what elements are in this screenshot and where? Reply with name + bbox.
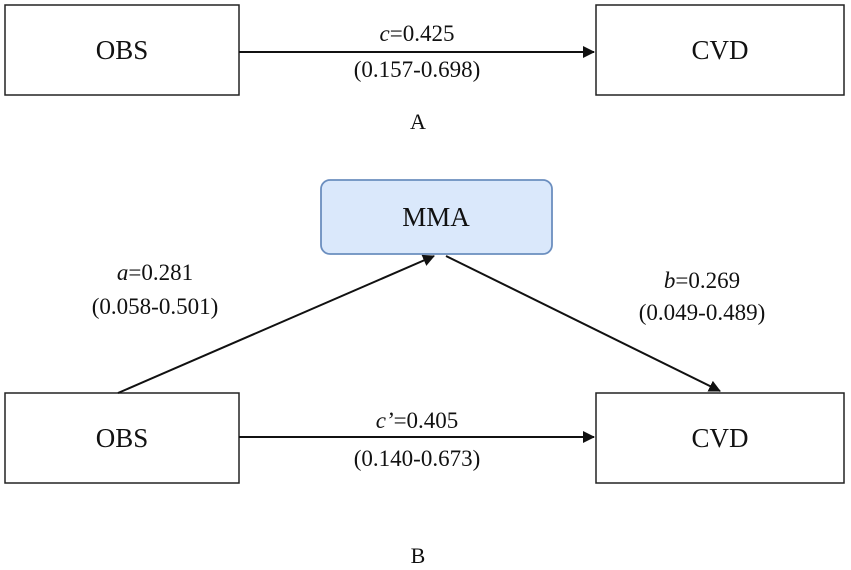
panel-a-obs-box <box>4 4 240 96</box>
panel-a-path-c-value: =0.425 <box>390 21 455 46</box>
panel-a-cvd-label: CVD <box>691 35 748 65</box>
panel-b-path-b-symbol: b <box>664 268 676 293</box>
panel-a-obs-label: OBS <box>96 35 149 65</box>
panel-a: OBS CVD c=0.425 (0.157-0.698) A <box>4 4 845 134</box>
panel-b-path-b-arrow <box>445 255 721 392</box>
panel-b-path-b-label: b=0.269 <box>664 268 740 293</box>
panel-b-path-a-label: a=0.281 <box>117 260 193 285</box>
panel-b-path-c-prime-symbol: c’ <box>376 408 394 433</box>
panel-b-path-c-prime-ci: (0.140-0.673) <box>354 446 480 471</box>
panel-b-path-a-arrow <box>117 254 435 394</box>
panel-b-cvd-box <box>595 392 845 484</box>
panel-b-path-a-ci: (0.058-0.501) <box>92 294 218 319</box>
panel-a-path-c-label: c=0.425 <box>380 21 455 46</box>
panel-a-cvd-box <box>595 4 845 96</box>
panel-b-mma-label: MMA <box>402 202 470 232</box>
panel-a-path-c-ci: (0.157-0.698) <box>354 57 480 82</box>
panel-b: MMA OBS CVD a=0.281 (0.058-0.501) b=0.26… <box>4 179 845 568</box>
panel-b-letter: B <box>411 543 426 568</box>
panel-b-path-b-value: =0.269 <box>675 268 740 293</box>
panel-b-path-b-ci: (0.049-0.489) <box>639 300 765 325</box>
panel-b-path-c-prime-value: =0.405 <box>394 408 459 433</box>
panel-a-letter: A <box>410 109 426 134</box>
panel-b-path-a-value: =0.281 <box>128 260 193 285</box>
panel-b-obs-label: OBS <box>96 423 149 453</box>
panel-b-mma-box <box>320 179 553 255</box>
panel-b-cvd-label: CVD <box>691 423 748 453</box>
panel-b-path-c-prime-label: c’=0.405 <box>376 408 459 433</box>
panel-b-obs-box <box>4 392 240 484</box>
panel-b-path-a-symbol: a <box>117 260 129 285</box>
panel-a-path-c-symbol: c <box>380 21 390 46</box>
